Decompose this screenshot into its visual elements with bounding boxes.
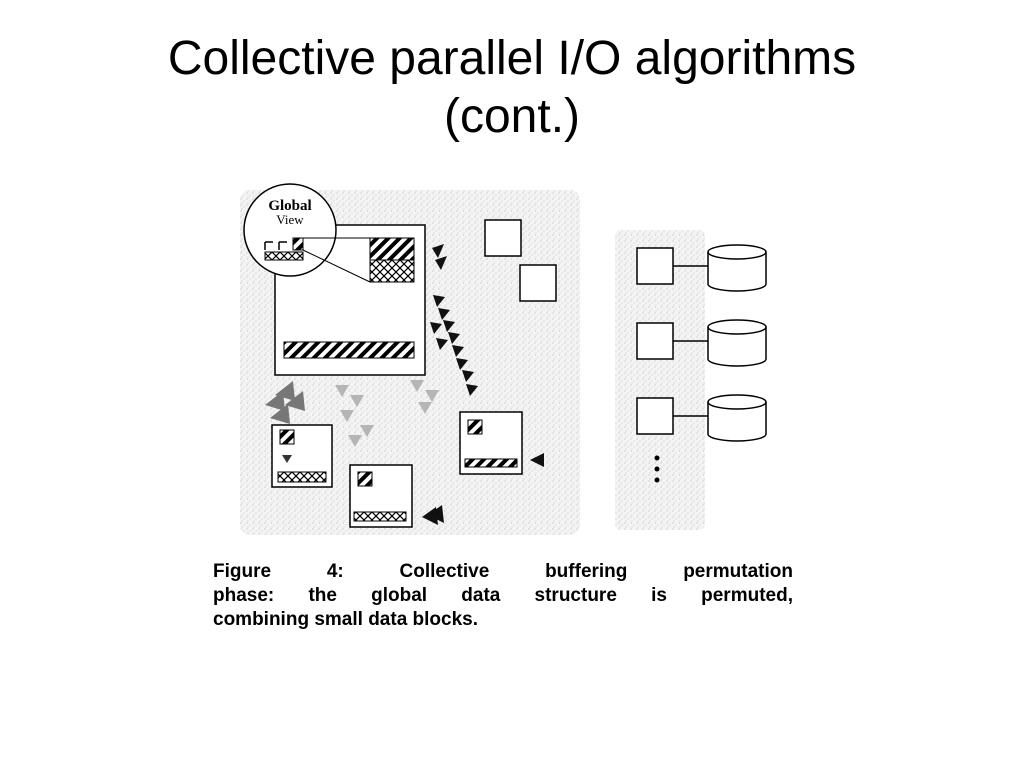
arrow-stream [430,244,478,396]
disk [707,244,767,292]
figure-caption: Figure 4: Collective buffering permutati… [213,560,793,632]
caption-line-3: combining small data blocks. [213,609,479,630]
collective-buffering-diagram: Global View [240,183,767,535]
io-node [636,397,674,435]
caption-line-2: phase: the global data structure is perm… [213,585,793,606]
compute-node [484,219,522,257]
disk [707,319,767,367]
caption-line-1: Figure 4: Collective buffering permutati… [213,561,793,582]
crosshatched-block [369,259,415,283]
slide-title-line-1: Collective parallel I/O algorithms [167,32,857,85]
slide-title-line-2: (cont.) [443,90,581,143]
global-view-label-2: View [276,212,304,227]
speckled-background-right [615,230,705,530]
global-buffer-bar [283,341,415,359]
io-node [636,322,674,360]
io-node [636,247,674,285]
gray-arrow-cluster [265,381,305,424]
global-view-label: Global [268,198,311,214]
io-node-row [636,244,767,292]
hatched-block [369,237,415,261]
compute-node [519,264,557,302]
ellipsis-dots [654,455,660,483]
io-node-row [636,319,767,367]
slide-title: Collective parallel I/O algorithms (cont… [0,30,1024,146]
io-node-row [636,394,767,442]
disk [707,394,767,442]
